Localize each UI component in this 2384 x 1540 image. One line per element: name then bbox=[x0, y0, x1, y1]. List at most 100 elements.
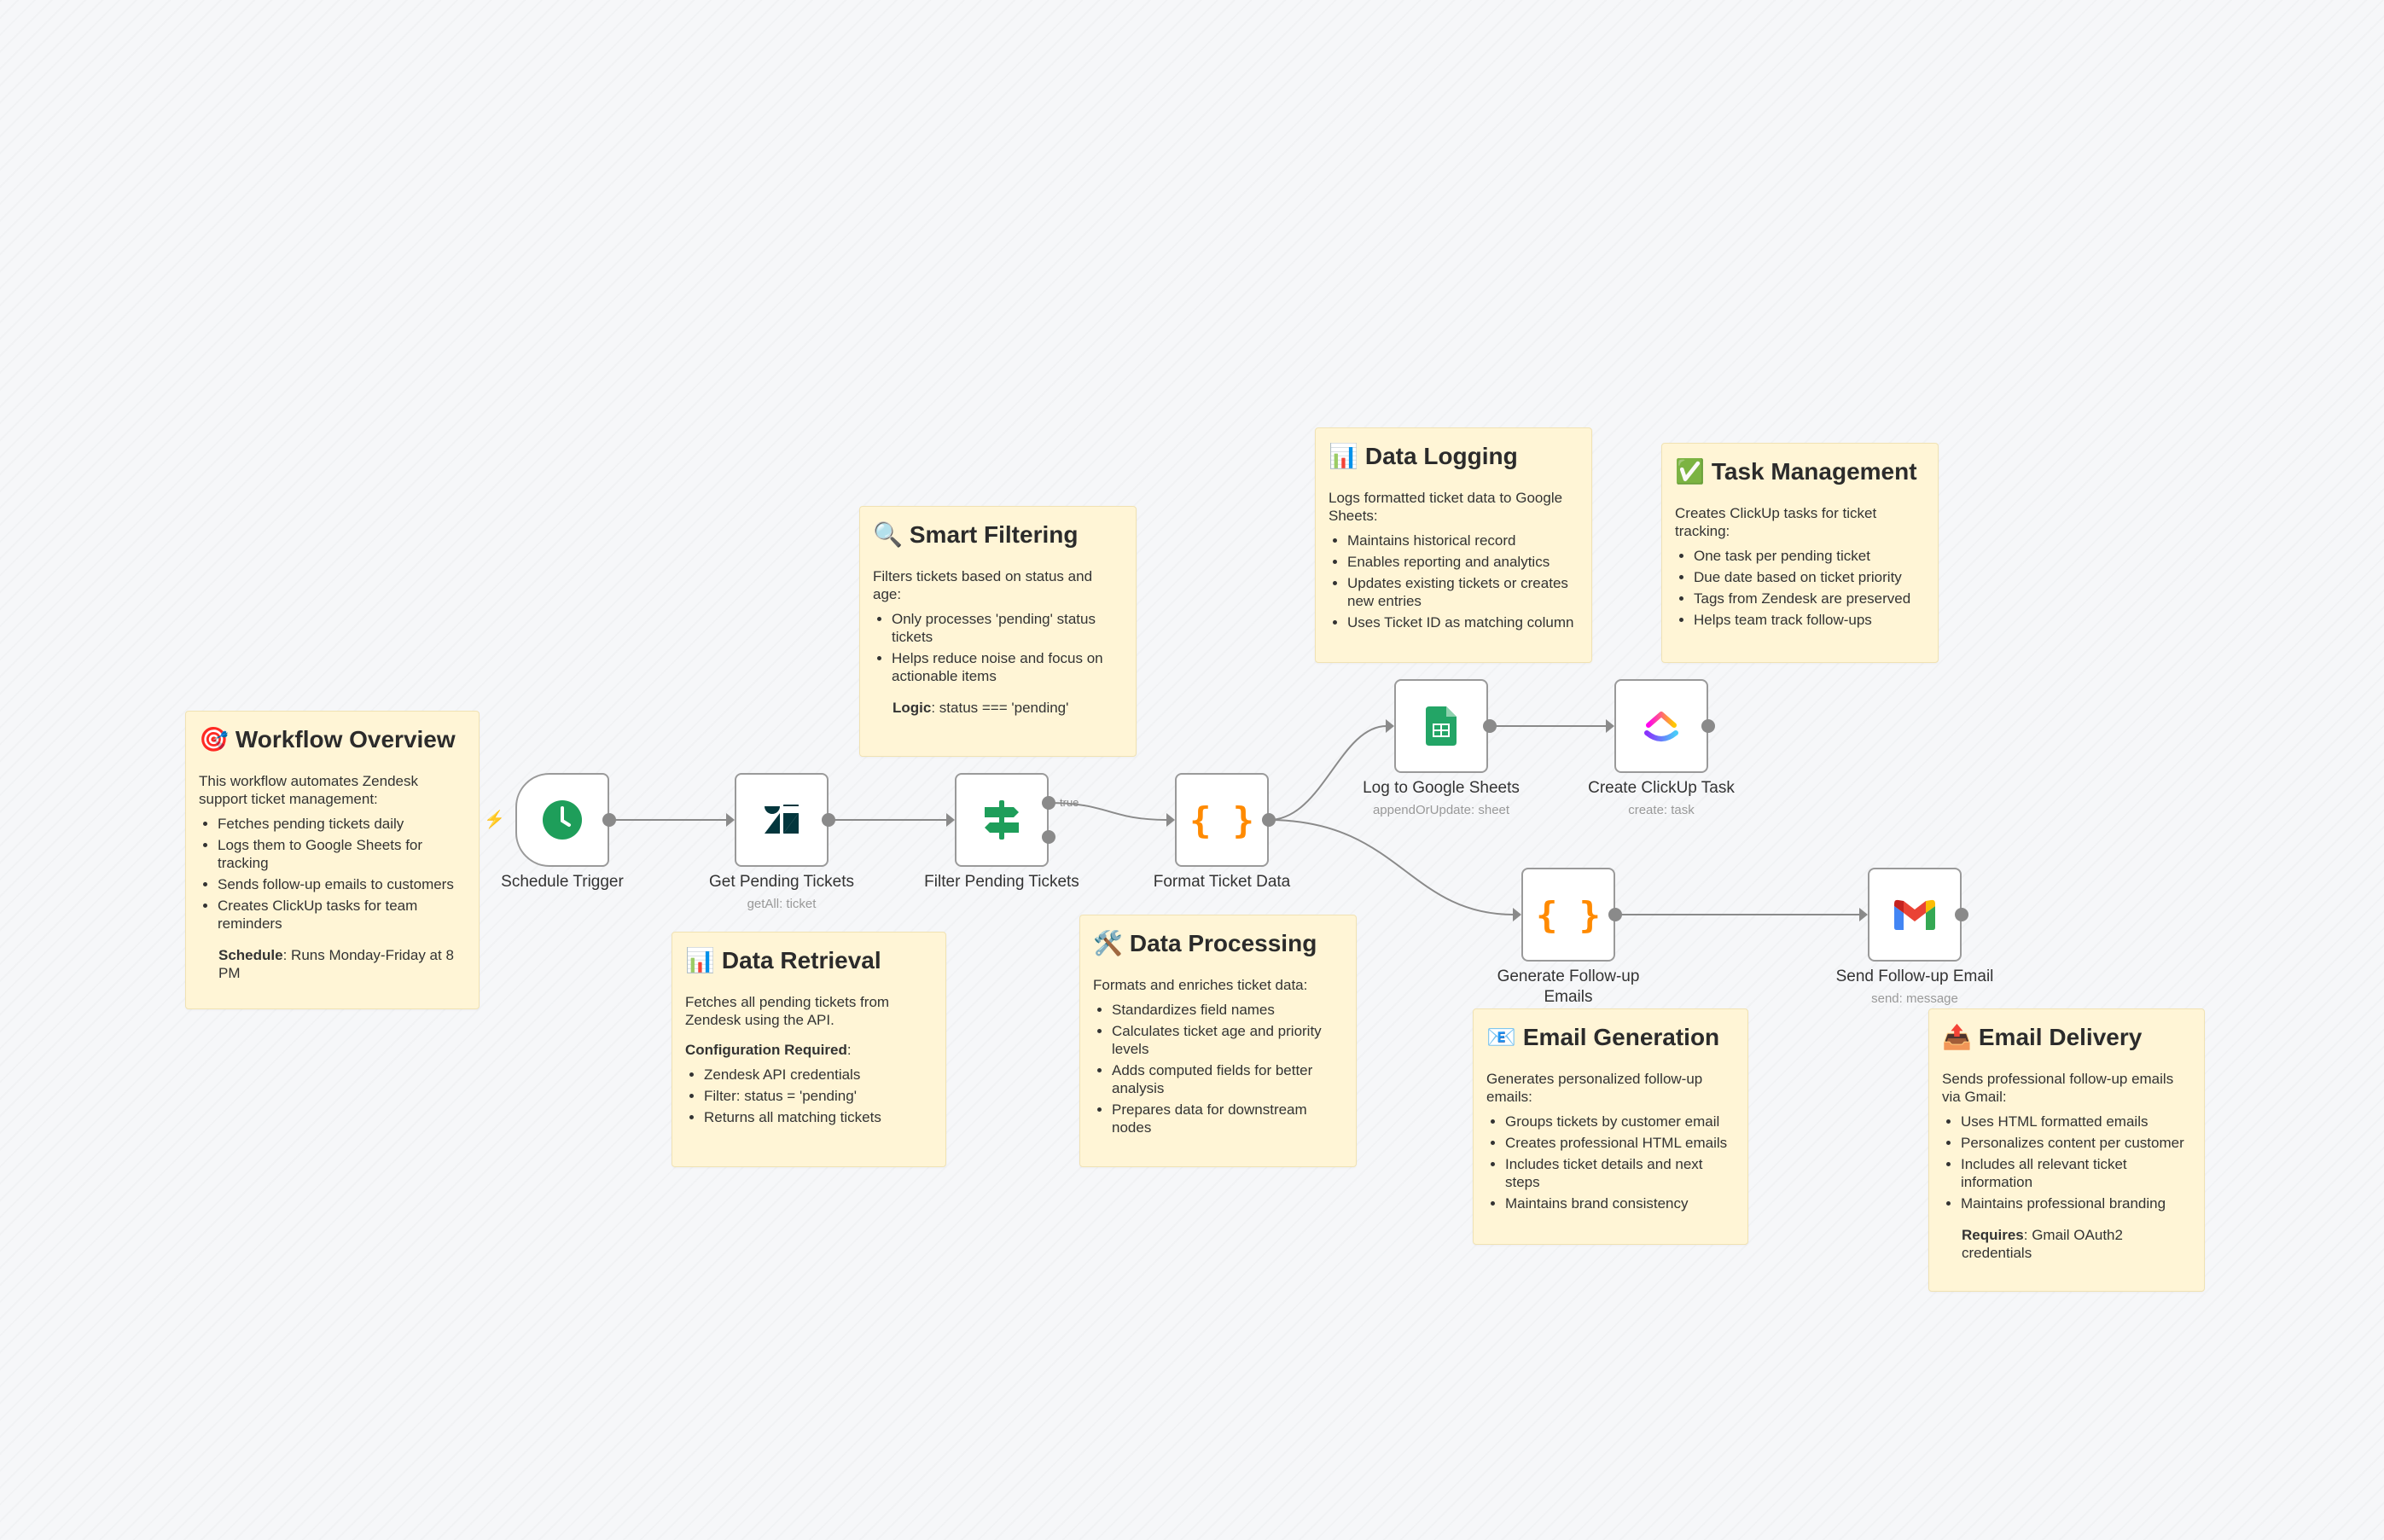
list-item: Due date based on ticket priority bbox=[1694, 568, 1925, 586]
list-item: Includes all relevant ticket information bbox=[1961, 1155, 2191, 1191]
false-output-handle[interactable] bbox=[1042, 830, 1055, 844]
sticky-note: Schedule: Runs Monday-Friday at 8 PM bbox=[218, 947, 454, 981]
list-item: Helps reduce noise and focus on actionab… bbox=[892, 649, 1123, 685]
sticky-title: 🎯Workflow Overview bbox=[199, 725, 456, 753]
node-label: Format Ticket Data bbox=[1153, 873, 1291, 891]
list-item: Logs them to Google Sheets for tracking bbox=[218, 836, 466, 872]
list-item: Uses HTML formatted emails bbox=[1961, 1113, 2191, 1130]
node-label: Schedule Trigger bbox=[501, 873, 624, 891]
list-item: Calculates ticket age and priority level… bbox=[1112, 1022, 1343, 1058]
sticky-data-logging[interactable]: 📊Data Logging Logs formatted ticket data… bbox=[1315, 427, 1592, 663]
list-item: Maintains brand consistency bbox=[1505, 1194, 1735, 1212]
zendesk-icon bbox=[765, 805, 799, 834]
bar-chart-icon: 📊 bbox=[685, 947, 715, 973]
sticky-config: Configuration Required: bbox=[685, 1042, 852, 1058]
bar-chart-icon: 📊 bbox=[1329, 443, 1358, 469]
input-handle[interactable] bbox=[1386, 719, 1394, 733]
sticky-title: 📊Data Logging bbox=[1329, 442, 1518, 470]
sticky-note: Requires: Gmail OAuth2 credentials bbox=[1962, 1227, 2123, 1261]
output-handle[interactable] bbox=[1262, 813, 1276, 827]
sticky-intro: Generates personalized follow-up emails: bbox=[1486, 1071, 1703, 1105]
sticky-smart-filtering[interactable]: 🔍Smart Filtering Filters tickets based o… bbox=[859, 506, 1137, 757]
outbox-icon: 📤 bbox=[1942, 1024, 1972, 1050]
google-sheets-icon bbox=[1426, 706, 1457, 746]
list-item: Uses Ticket ID as matching column bbox=[1347, 613, 1579, 631]
trigger-bolt-icon: ⚡ bbox=[484, 811, 505, 829]
list-item: One task per pending ticket bbox=[1694, 547, 1925, 565]
true-output-handle[interactable] bbox=[1042, 796, 1055, 810]
edge-format-generate bbox=[1268, 819, 1515, 915]
sticky-title: 🔍Smart Filtering bbox=[873, 520, 1079, 549]
list-item: Sends follow-up emails to customers bbox=[218, 875, 466, 893]
output-handle[interactable] bbox=[602, 813, 616, 827]
tools-icon: 🛠️ bbox=[1093, 930, 1123, 956]
sticky-data-processing[interactable]: 🛠️Data Processing Formats and enriches t… bbox=[1079, 915, 1357, 1167]
sticky-task-management[interactable]: ✅Task Management Creates ClickUp tasks f… bbox=[1661, 443, 1939, 663]
node-label: Log to Google Sheets bbox=[1363, 779, 1520, 797]
sticky-workflow-overview[interactable]: 🎯Workflow Overview This workflow automat… bbox=[185, 711, 480, 1009]
output-handle[interactable] bbox=[1608, 908, 1622, 921]
list-item: Updates existing tickets or creates new … bbox=[1347, 574, 1579, 610]
sticky-intro: Sends professional follow-up emails via … bbox=[1942, 1071, 2174, 1105]
code-braces-icon: { } bbox=[1536, 893, 1601, 936]
list-item: Maintains historical record bbox=[1347, 532, 1579, 549]
node-get-pending-tickets[interactable] bbox=[735, 773, 829, 867]
sticky-list: Only processes 'pending' status tickets … bbox=[873, 610, 1123, 685]
node-label: Create ClickUp Task bbox=[1588, 779, 1735, 797]
node-filter-pending-tickets[interactable] bbox=[955, 773, 1049, 867]
node-schedule-trigger[interactable] bbox=[515, 773, 609, 867]
list-item: Zendesk API credentials bbox=[704, 1066, 933, 1084]
node-generate-follow-up-emails[interactable]: { } bbox=[1521, 868, 1615, 962]
input-handle[interactable] bbox=[1859, 908, 1868, 921]
sticky-title: 🛠️Data Processing bbox=[1093, 929, 1317, 957]
sticky-title: 📊Data Retrieval bbox=[685, 946, 881, 974]
sticky-data-retrieval[interactable]: 📊Data Retrieval Fetches all pending tick… bbox=[672, 932, 946, 1167]
node-log-to-google-sheets[interactable] bbox=[1394, 679, 1488, 773]
input-handle[interactable] bbox=[726, 813, 735, 827]
output-handle[interactable] bbox=[1955, 908, 1968, 921]
list-item: Filter: status = 'pending' bbox=[704, 1087, 933, 1105]
clock-icon bbox=[543, 800, 582, 840]
list-item: Tags from Zendesk are preserved bbox=[1694, 590, 1925, 607]
sticky-list: Standardizes field names Calculates tick… bbox=[1093, 1001, 1343, 1136]
sticky-email-generation[interactable]: 📧Email Generation Generates personalized… bbox=[1473, 1008, 1748, 1245]
input-handle[interactable] bbox=[946, 813, 955, 827]
output-handle[interactable] bbox=[1483, 719, 1497, 733]
list-item: Personalizes content per customer bbox=[1961, 1134, 2191, 1152]
node-label: Get Pending Tickets bbox=[708, 873, 855, 891]
list-item: Fetches pending tickets daily bbox=[218, 815, 466, 833]
output-handle[interactable] bbox=[1701, 719, 1715, 733]
sticky-note: Logic: status === 'pending' bbox=[893, 700, 1069, 716]
node-operation: appendOrUpdate: sheet bbox=[1372, 803, 1510, 817]
node-operation: create: task bbox=[1628, 803, 1695, 817]
list-item: Groups tickets by customer email bbox=[1505, 1113, 1735, 1130]
input-handle[interactable] bbox=[1606, 719, 1614, 733]
sticky-title: ✅Task Management bbox=[1675, 457, 1917, 485]
output-handle[interactable] bbox=[822, 813, 835, 827]
input-handle[interactable] bbox=[1513, 908, 1521, 921]
magnifier-icon: 🔍 bbox=[873, 521, 903, 548]
sticky-list: Zendesk API credentials Filter: status =… bbox=[685, 1066, 933, 1126]
sticky-list: One task per pending ticket Due date bas… bbox=[1675, 547, 1925, 629]
gmail-icon bbox=[1894, 899, 1935, 930]
sticky-intro: Creates ClickUp tasks for ticket trackin… bbox=[1675, 505, 1877, 539]
checkmark-icon: ✅ bbox=[1675, 458, 1705, 485]
node-format-ticket-data[interactable]: { } bbox=[1175, 773, 1269, 867]
sticky-email-delivery[interactable]: 📤Email Delivery Sends professional follo… bbox=[1928, 1008, 2205, 1292]
input-handle[interactable] bbox=[1166, 813, 1175, 827]
list-item: Includes ticket details and next steps bbox=[1505, 1155, 1735, 1191]
sticky-title: 📧Email Generation bbox=[1486, 1023, 1720, 1051]
code-braces-icon: { } bbox=[1189, 799, 1254, 841]
sticky-title: 📤Email Delivery bbox=[1942, 1023, 2143, 1051]
sticky-intro: Logs formatted ticket data to Google She… bbox=[1329, 490, 1563, 524]
sticky-intro: This workflow automates Zendesk support … bbox=[199, 773, 418, 807]
sticky-intro: Filters tickets based on status and age: bbox=[873, 568, 1093, 602]
true-branch-label: true bbox=[1060, 796, 1079, 809]
node-send-follow-up-email[interactable] bbox=[1868, 868, 1962, 962]
list-item: Enables reporting and analytics bbox=[1347, 553, 1579, 571]
node-label: Filter Pending Tickets bbox=[924, 873, 1079, 891]
node-create-clickup-task[interactable] bbox=[1614, 679, 1708, 773]
node-label: Generate Follow-up Emails bbox=[1497, 968, 1640, 1006]
sticky-intro: Formats and enriches ticket data: bbox=[1093, 977, 1308, 993]
